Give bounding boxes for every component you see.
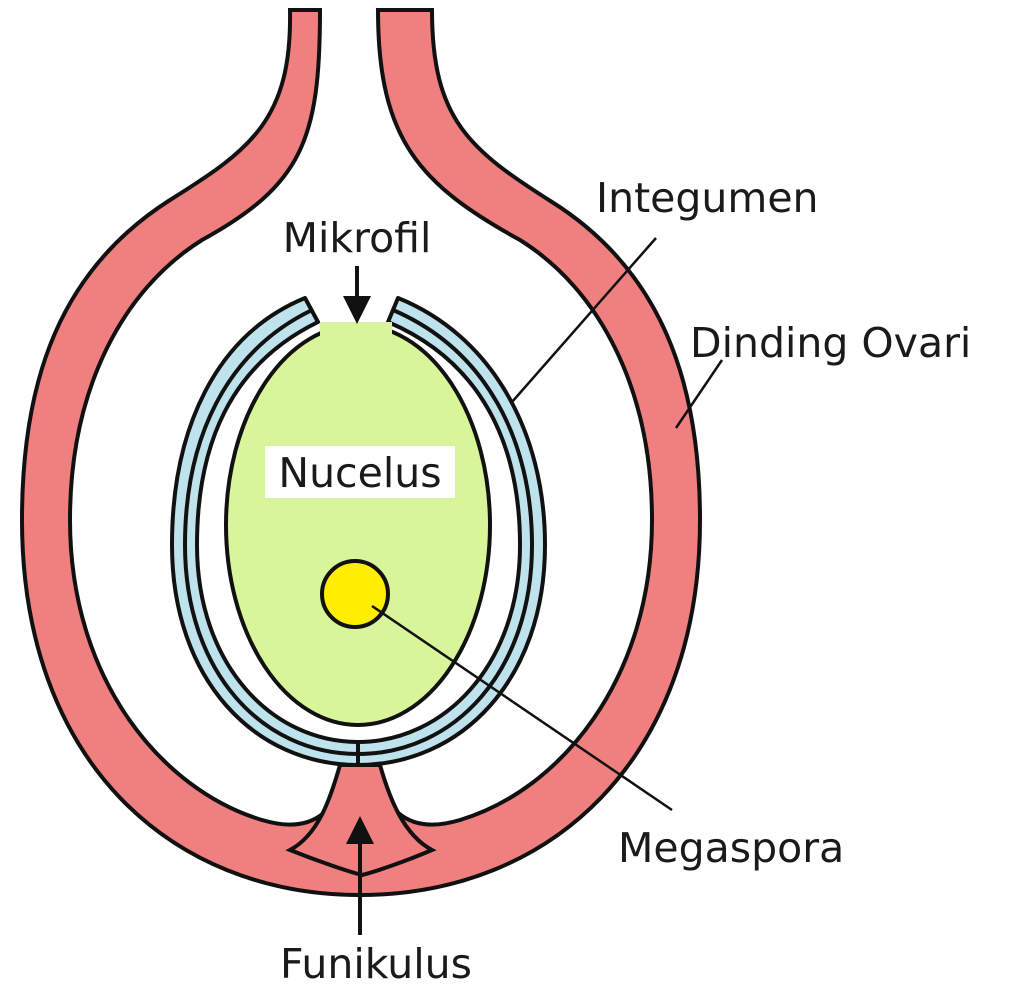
nucellus (226, 325, 490, 725)
label-mikrofil: Mikrofil (283, 214, 432, 262)
label-nucelus: Nucelus (278, 449, 441, 497)
label-integumen: Integumen (596, 174, 819, 222)
label-megaspora: Megaspora (618, 824, 844, 872)
megaspore (322, 561, 388, 627)
micropyle-gap (320, 322, 392, 340)
label-funikulus: Funikulus (280, 940, 472, 988)
label-dinding-ovari: Dinding Ovari (690, 319, 971, 367)
